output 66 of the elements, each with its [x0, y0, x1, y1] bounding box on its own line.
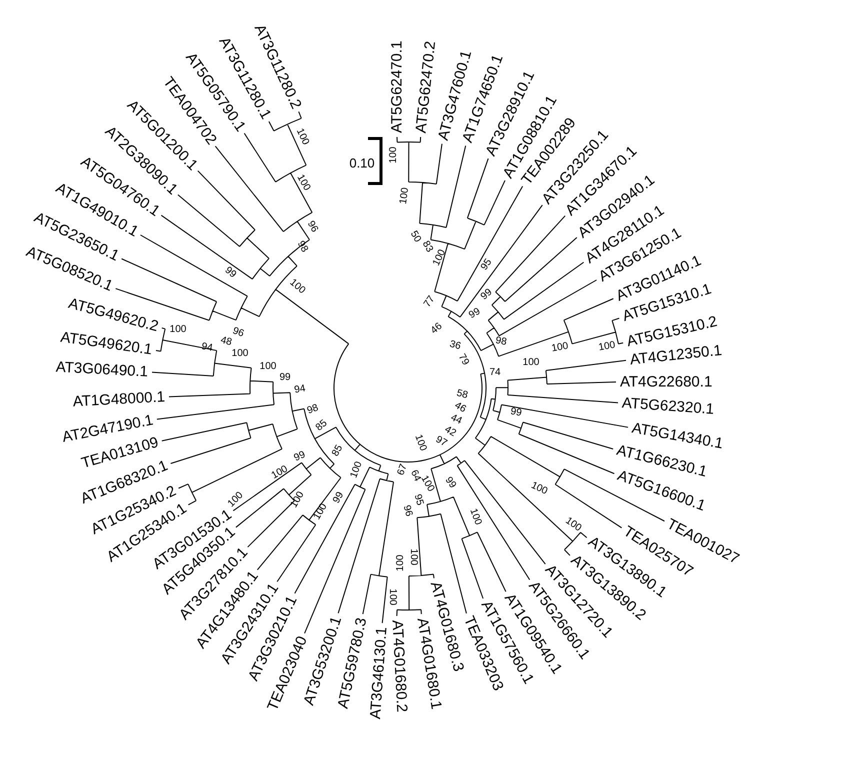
bootstrap-value: 99 — [480, 288, 494, 302]
bootstrap-value: 85 — [330, 444, 346, 458]
bootstrap-value: 100 — [290, 490, 306, 510]
taxon-label: AT4G22680.1 — [620, 374, 712, 390]
taxon-label: AT1G48000.1 — [72, 390, 166, 410]
bootstrap-value: 100 — [170, 325, 186, 335]
bootstrap-value: 79 — [456, 352, 470, 368]
bootstrap-value: 100 — [412, 433, 428, 453]
bootstrap-value: 50 — [408, 230, 422, 244]
bootstrap-value: 77 — [422, 294, 438, 310]
bootstrap-value: 36 — [448, 340, 462, 352]
bootstrap-value: 98 — [306, 403, 320, 417]
bootstrap-value: 98 — [494, 336, 508, 348]
bootstrap-value: 100 — [467, 507, 483, 527]
bootstrap-value: 85 — [314, 418, 330, 434]
bootstrap-value: 44 — [448, 413, 464, 427]
bootstrap-value: 100 — [398, 187, 412, 205]
taxon-label: AT4G01680.2 — [390, 620, 410, 713]
bootstrap-value: 96 — [400, 504, 414, 518]
bootstrap-value: 100 — [287, 278, 307, 296]
bootstrap-value: 58 — [455, 388, 469, 402]
bootstrap-value: 99 — [279, 373, 291, 383]
bootstrap-value: 99 — [292, 450, 308, 464]
bootstrap-value: 100 — [260, 362, 276, 372]
bootstrap-value: 100 — [598, 340, 616, 354]
taxon-label: AT5G62470.2 — [414, 40, 438, 134]
bootstrap-value: 83 — [420, 240, 434, 254]
bootstrap-value: 100 — [294, 173, 312, 193]
bootstrap-value: 95 — [412, 493, 424, 507]
bootstrap-value: 46 — [430, 322, 444, 336]
bootstrap-value: 100 — [389, 146, 399, 164]
bootstrap-value: 99 — [332, 490, 346, 506]
taxon-label: AT3G46130.1 — [368, 626, 390, 720]
bootstrap-value: 64 — [408, 468, 422, 484]
bootstrap-value: 100 — [550, 342, 570, 354]
bootstrap-value: 100 — [312, 502, 330, 522]
bootstrap-value: 100 — [432, 248, 448, 268]
bootstrap-value: 46 — [452, 400, 468, 416]
bootstrap-value: 99 — [468, 306, 482, 322]
bootstrap-value: 74 — [489, 368, 501, 378]
bootstrap-value: 100 — [294, 127, 310, 147]
bootstrap-value: 100 — [270, 464, 290, 482]
bootstrap-value: 100 — [529, 480, 549, 498]
bootstrap-value: 100 — [387, 588, 397, 606]
bootstrap-value: 100 — [226, 490, 246, 510]
bootstrap-value: 95 — [480, 258, 494, 272]
bootstrap-value: 100 — [563, 516, 583, 534]
bootstrap-value: 99 — [442, 476, 458, 490]
bootstrap-value: 94 — [200, 342, 214, 354]
bootstrap-value: 96 — [304, 220, 320, 234]
scale-value: 0.10 — [349, 156, 375, 170]
bootstrap-value: 48 — [219, 336, 233, 348]
bootstrap-value: 100 — [408, 548, 418, 566]
bootstrap-value: 100 — [349, 460, 365, 480]
bootstrap-value: 100 — [232, 349, 248, 359]
taxon-label: AT5G49620.1 — [60, 330, 154, 358]
bootstrap-value: 94 — [294, 384, 306, 396]
bootstrap-value: 67 — [396, 463, 410, 477]
bootstrap-value: 96 — [231, 326, 245, 340]
taxon-label: AT5G62320.1 — [621, 396, 715, 417]
bootstrap-value: 100 — [522, 358, 540, 368]
bootstrap-value: 100 — [396, 554, 406, 572]
taxon-label: AT3G06490.1 — [55, 360, 148, 380]
bootstrap-value: 99 — [510, 407, 522, 419]
taxon-label: AT5G62470.1 — [390, 40, 404, 133]
bootstrap-value: 99 — [222, 266, 238, 280]
